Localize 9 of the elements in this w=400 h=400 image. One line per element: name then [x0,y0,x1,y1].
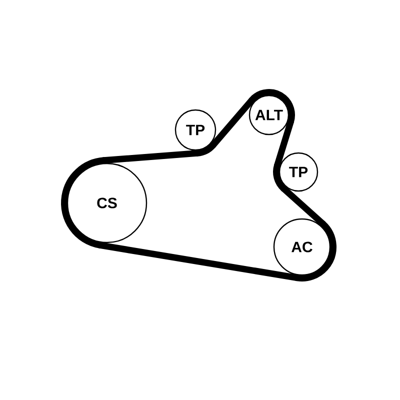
belt [96,242,300,282]
pulley: CS [66,162,148,244]
belt [210,96,255,148]
belt [100,150,201,164]
pulley: ALT [248,94,290,136]
pulley: TP [174,109,216,151]
belt [280,185,326,227]
pulley: AC [273,218,331,276]
pulley: TP [278,152,318,192]
